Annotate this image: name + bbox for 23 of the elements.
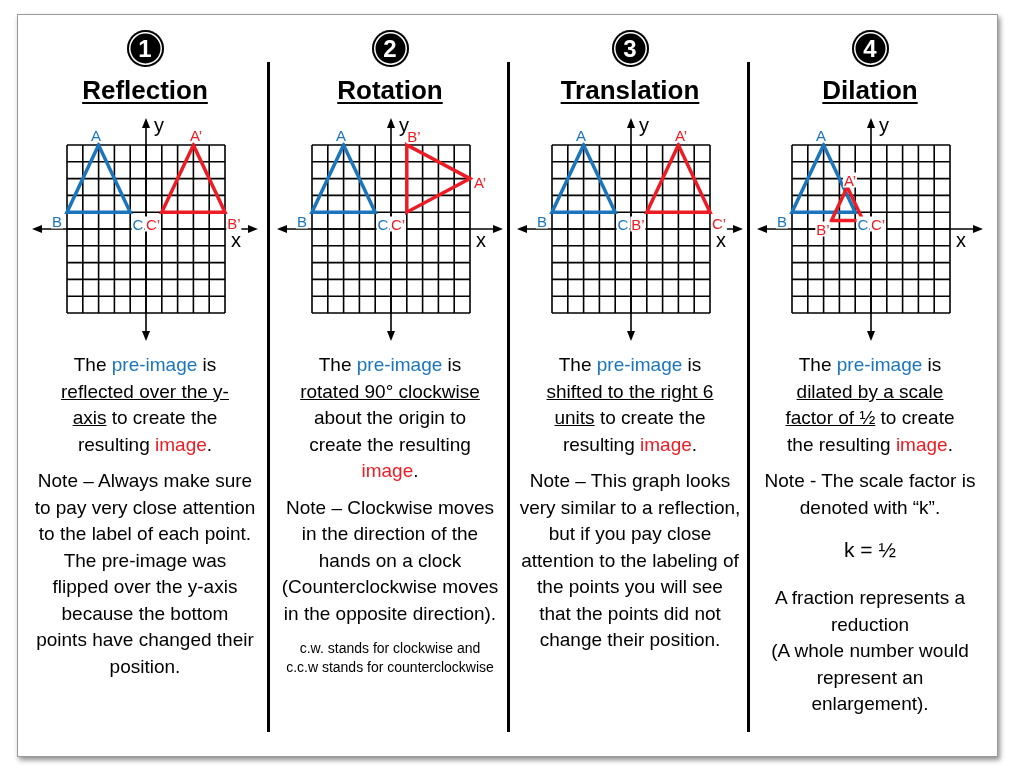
vertex-label: B’ xyxy=(630,216,646,232)
vertex-label: C’ xyxy=(144,216,162,232)
heading: Dilation xyxy=(822,75,918,105)
heading: Rotation xyxy=(337,75,443,105)
vertex-label: B’ xyxy=(815,221,831,237)
vertex-label: C’ xyxy=(869,216,887,232)
vertex-label: C xyxy=(856,216,870,232)
description-text: The pre-image is shifted to the right 6 units to create the resulting image. xyxy=(545,353,715,457)
note-text: A fraction represents a reduction xyxy=(773,586,967,637)
formula-text: k = ½ xyxy=(844,537,896,563)
description-text: The pre-image is reflected over the y-axis to create the resulting image. xyxy=(60,353,230,457)
note-text: Note – Always make sure to pay very close attention to the label of each point. The pre-image was flipped over the y-axis because the bottom points have changed their position. xyxy=(34,469,256,679)
note-text: Note - The scale factor is denoted with “k”. xyxy=(763,469,977,520)
vertex-label: C’ xyxy=(389,216,407,232)
heading: Reflection xyxy=(82,75,208,105)
note-text: (A whole number would represent an enlargement). xyxy=(770,639,970,716)
description-text: The pre-image is rotated 90° clockwise about the origin to create the resulting image. xyxy=(299,353,481,483)
note-text: Note – Clockwise moves in the direction of the hands on a clock (Counterclockwise moves in the opposite direction). xyxy=(280,495,500,626)
description-text: The pre-image is dilated by a scale factor of ½ to create the resulting image. xyxy=(784,353,956,457)
footnote-text: c.w. stands for clockwise and c.c.w stands for counterclockwise xyxy=(285,639,495,677)
note-text: Note – This graph looks very similar to a reflection, but if you pay close attention to the labeling of the points you will see that the points did not change their position. xyxy=(519,469,741,652)
heading: Translation xyxy=(560,75,700,105)
vertex-label: A’ xyxy=(842,172,858,188)
